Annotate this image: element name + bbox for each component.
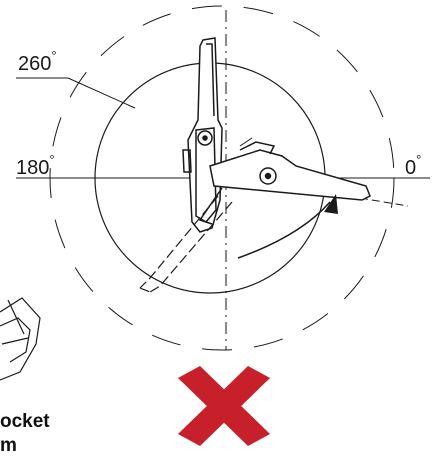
degree-symbol: ° xyxy=(51,48,57,63)
degree-symbol: ° xyxy=(416,152,422,167)
angle-260-value: 260 xyxy=(18,53,52,75)
ghost-arm-dashed xyxy=(139,195,233,293)
mounting-arm xyxy=(198,137,371,225)
angle-label-0: 0° xyxy=(405,153,421,179)
arm-extension-dashed xyxy=(359,197,409,207)
angle-label-260: 260° xyxy=(18,49,57,75)
angle-180-value: 180 xyxy=(16,157,50,179)
degree-symbol: ° xyxy=(49,152,55,167)
angle-label-180: 180° xyxy=(16,153,55,179)
caption-line-1: ocket xyxy=(0,411,50,432)
product-sketch-partial xyxy=(0,297,41,381)
holder-upright xyxy=(182,37,223,233)
caption-line-2: m xyxy=(0,435,17,456)
angle-0-value: 0 xyxy=(405,157,417,179)
red-x-cross-icon xyxy=(178,366,270,446)
label-260-leader xyxy=(67,77,136,109)
curved-arrow-icon xyxy=(237,194,338,259)
